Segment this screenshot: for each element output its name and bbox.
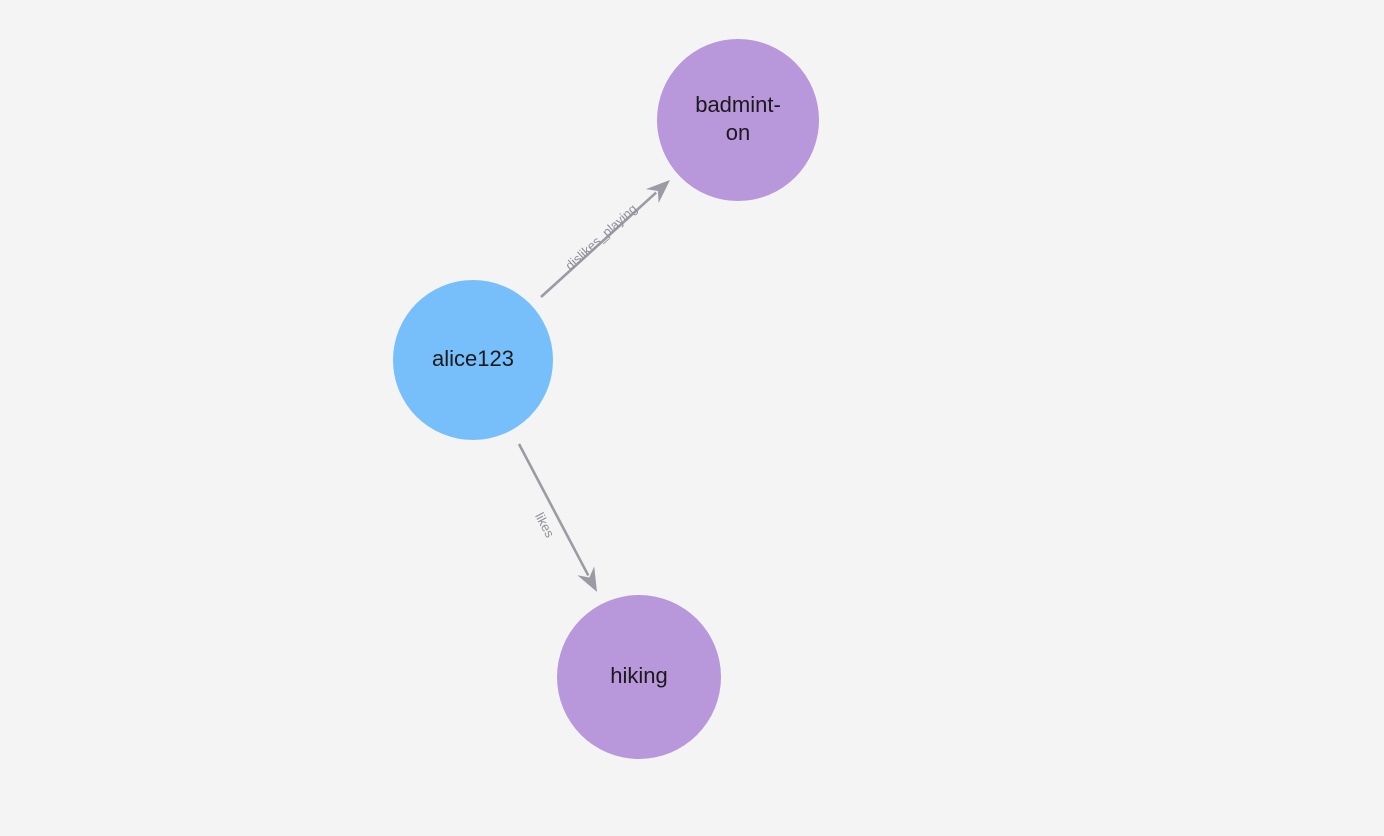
graph-node-hiking[interactable]: hiking bbox=[557, 595, 721, 759]
edge-line bbox=[540, 191, 658, 298]
edge-label: likes bbox=[532, 510, 558, 540]
edge-arrowhead bbox=[645, 180, 670, 204]
graph-node-badminton[interactable]: badmint-on bbox=[657, 39, 819, 201]
edge-arrowhead bbox=[577, 566, 597, 592]
node-circle[interactable] bbox=[657, 39, 819, 201]
graph-edge[interactable]: likes bbox=[517, 443, 605, 596]
graph-edge[interactable]: dislikes_playing bbox=[540, 173, 676, 298]
edge-line bbox=[517, 443, 590, 577]
edge-label: dislikes_playing bbox=[562, 201, 640, 273]
node-circle[interactable] bbox=[393, 280, 553, 440]
node-circle[interactable] bbox=[557, 595, 721, 759]
graph-node-alice123[interactable]: alice123 bbox=[393, 280, 553, 440]
nodes-layer: alice123 badmint-on hiking bbox=[393, 39, 819, 759]
